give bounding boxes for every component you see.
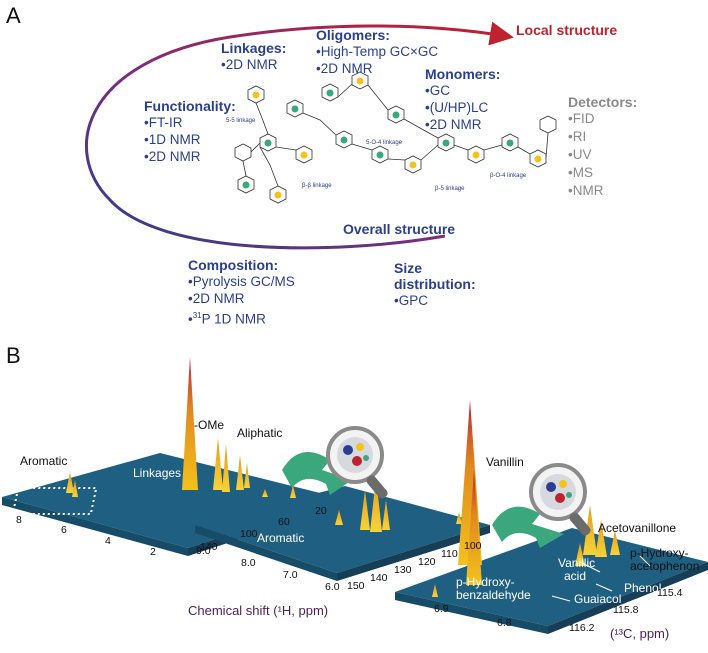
tick-plot2-front: 7.0 <box>283 569 298 581</box>
label-aliphatic: Aliphatic <box>237 426 283 440</box>
lignin-structure <box>234 71 557 204</box>
oligomers-block: Oligomers: •High-Temp GC×GC •2D NMR <box>316 27 438 77</box>
oligomers-title: Oligomers: <box>316 27 390 43</box>
detectors-item: •MS <box>568 165 593 180</box>
monomers-block: Monomers: •GC •(U/HP)LC •2D NMR <box>425 66 500 133</box>
composition-title: Composition: <box>188 257 279 273</box>
tick-plot1-front: 4 <box>105 535 111 547</box>
lignin-color-dots <box>242 77 542 199</box>
detectors-block: Detectors: •FID •RI •UV •MS •NMR <box>568 94 637 200</box>
label-aromatic-1: Aromatic <box>20 454 68 468</box>
detectors-title: Detectors: <box>568 94 638 110</box>
composition-nmr: P 1D NMR <box>201 311 266 327</box>
functionality-title: Functionality: <box>144 98 236 114</box>
panel-a-letter: A <box>6 3 21 28</box>
functionality-item: •FT-IR <box>144 115 183 130</box>
monomers-item: •2D NMR <box>425 117 482 132</box>
tick-plot1-side: 140 <box>200 541 218 553</box>
magnifier-icon-1 <box>282 426 388 499</box>
tick-plot2-side: 120 <box>418 556 436 568</box>
tick-plot3-side: 116.2 <box>569 622 595 634</box>
peaks-2 <box>335 477 462 532</box>
label-vanillin: Vanillin <box>486 455 524 469</box>
detectors-item: •RI <box>568 129 587 144</box>
functionality-item: •2D NMR <box>144 149 201 164</box>
tick-plot1-side: 100 <box>240 528 258 540</box>
label-p-hydroxy-acetophenone-2: acetophenon <box>630 559 700 573</box>
tick-plot2-side: 130 <box>394 564 412 576</box>
label-vanillic-2: acid <box>564 569 587 583</box>
linkage-label-beta-beta: β-β linkage <box>302 183 332 189</box>
label-p-hydroxy-benzaldehyde-2: benzaldehyde <box>456 588 531 602</box>
label-acetovanillone: Acetovanillone <box>598 521 677 535</box>
tick-plot1-front: 2 <box>150 546 156 558</box>
label-vanillic-1: Vanillic <box>558 556 596 570</box>
leader-lines <box>551 555 651 602</box>
tick-plot2-side: 110 <box>441 548 458 560</box>
composition-item: •31P 1D NMR <box>188 307 295 328</box>
label-ome: -OMe <box>194 418 224 432</box>
label-p-hydroxy-benzaldehyde-1: p-Hydroxy- <box>456 575 515 589</box>
label-p-hydroxy-acetophenone-1: p-Hydroxy- <box>630 546 689 560</box>
peaks-1 <box>66 357 296 498</box>
tick-plot3-side: 115.8 <box>613 604 639 616</box>
linkage-label-beta-o-4: β-O-4 linkage <box>490 173 527 179</box>
size-title-line2: distribution: <box>394 276 476 292</box>
tick-plot2-side: 100 <box>464 540 482 552</box>
composition-block: Composition: •Pyrolysis GC/MS •2D NMR •3… <box>188 257 295 328</box>
detectors-item: •FID <box>568 111 595 126</box>
magnifier-icon-2 <box>492 463 591 548</box>
linkages-block: Linkages: •2D NMR <box>221 40 286 73</box>
tick-plot1-side: 20 <box>315 505 327 517</box>
overall-structure-label: Overall structure <box>343 221 456 237</box>
label-phenol: Phenol <box>624 581 662 595</box>
tick-plot2-side: 150 <box>347 580 365 592</box>
oligomers-item: •High-Temp GC×GC <box>316 44 439 59</box>
tick-plot3-front: 6.8 <box>497 617 512 629</box>
tick-plot2-side: 140 <box>370 572 388 584</box>
structure-arc <box>85 21 514 250</box>
functionality-item: •1D NMR <box>144 132 201 147</box>
linkage-label-beta-5: β-5 linkage <box>435 186 465 192</box>
tick-plot1-side: 60 <box>278 516 290 528</box>
tick-plot2-front: 6.0 <box>325 581 340 593</box>
detectors-item: •UV <box>568 147 592 162</box>
composition-item: •Pyrolysis GC/MS <box>188 274 295 289</box>
label-aromatic-2: Aromatic <box>257 531 305 545</box>
label-guaiacol: Guaiacol <box>574 592 622 606</box>
detectors-item: •NMR <box>568 183 604 198</box>
monomers-item: •GC <box>425 83 450 98</box>
tick-plot3-front: 6.9 <box>434 603 449 615</box>
tick-plot2-front: 9.0 <box>196 545 211 557</box>
spectrum-surface-2 <box>195 486 490 581</box>
tick-plot3-side: 115.4 <box>657 587 683 599</box>
composition-bullet: • <box>188 311 193 327</box>
label-linkages: Linkages <box>133 466 182 480</box>
linkages-title: Linkages: <box>221 40 287 56</box>
composition-item: •2D NMR <box>188 291 245 306</box>
panel-b-letter: B <box>6 343 21 368</box>
spectrum-surface-3 <box>395 528 708 634</box>
size-title-line1: Size <box>394 260 423 276</box>
size-block: Size distribution: •GPC <box>394 260 476 309</box>
functionality-block: Functionality: •FT-IR •1D NMR •2D NMR <box>144 98 236 165</box>
tick-plot1-front: 6 <box>61 524 67 536</box>
oligomers-item: •2D NMR <box>316 61 373 76</box>
monomers-title: Monomers: <box>425 66 501 82</box>
size-item: •GPC <box>394 293 428 308</box>
monomers-item: •(U/HP)LC <box>425 100 489 115</box>
axis-title-13c: (¹³C, ppm) <box>610 626 670 641</box>
axis-title-1h: Chemical shift (¹H, ppm) <box>188 603 329 618</box>
linkage-label-5-5: 5-5 linkage <box>226 118 256 124</box>
tick-plot1-front: 8 <box>16 514 22 526</box>
linkage-label-5-o-4: 5-O-4 linkage <box>366 140 403 146</box>
local-structure-label: Local structure <box>516 22 618 38</box>
linkages-item: •2D NMR <box>221 57 278 72</box>
composition-superscript: 31 <box>192 311 202 320</box>
tick-plot2-front: 8.0 <box>241 557 256 569</box>
